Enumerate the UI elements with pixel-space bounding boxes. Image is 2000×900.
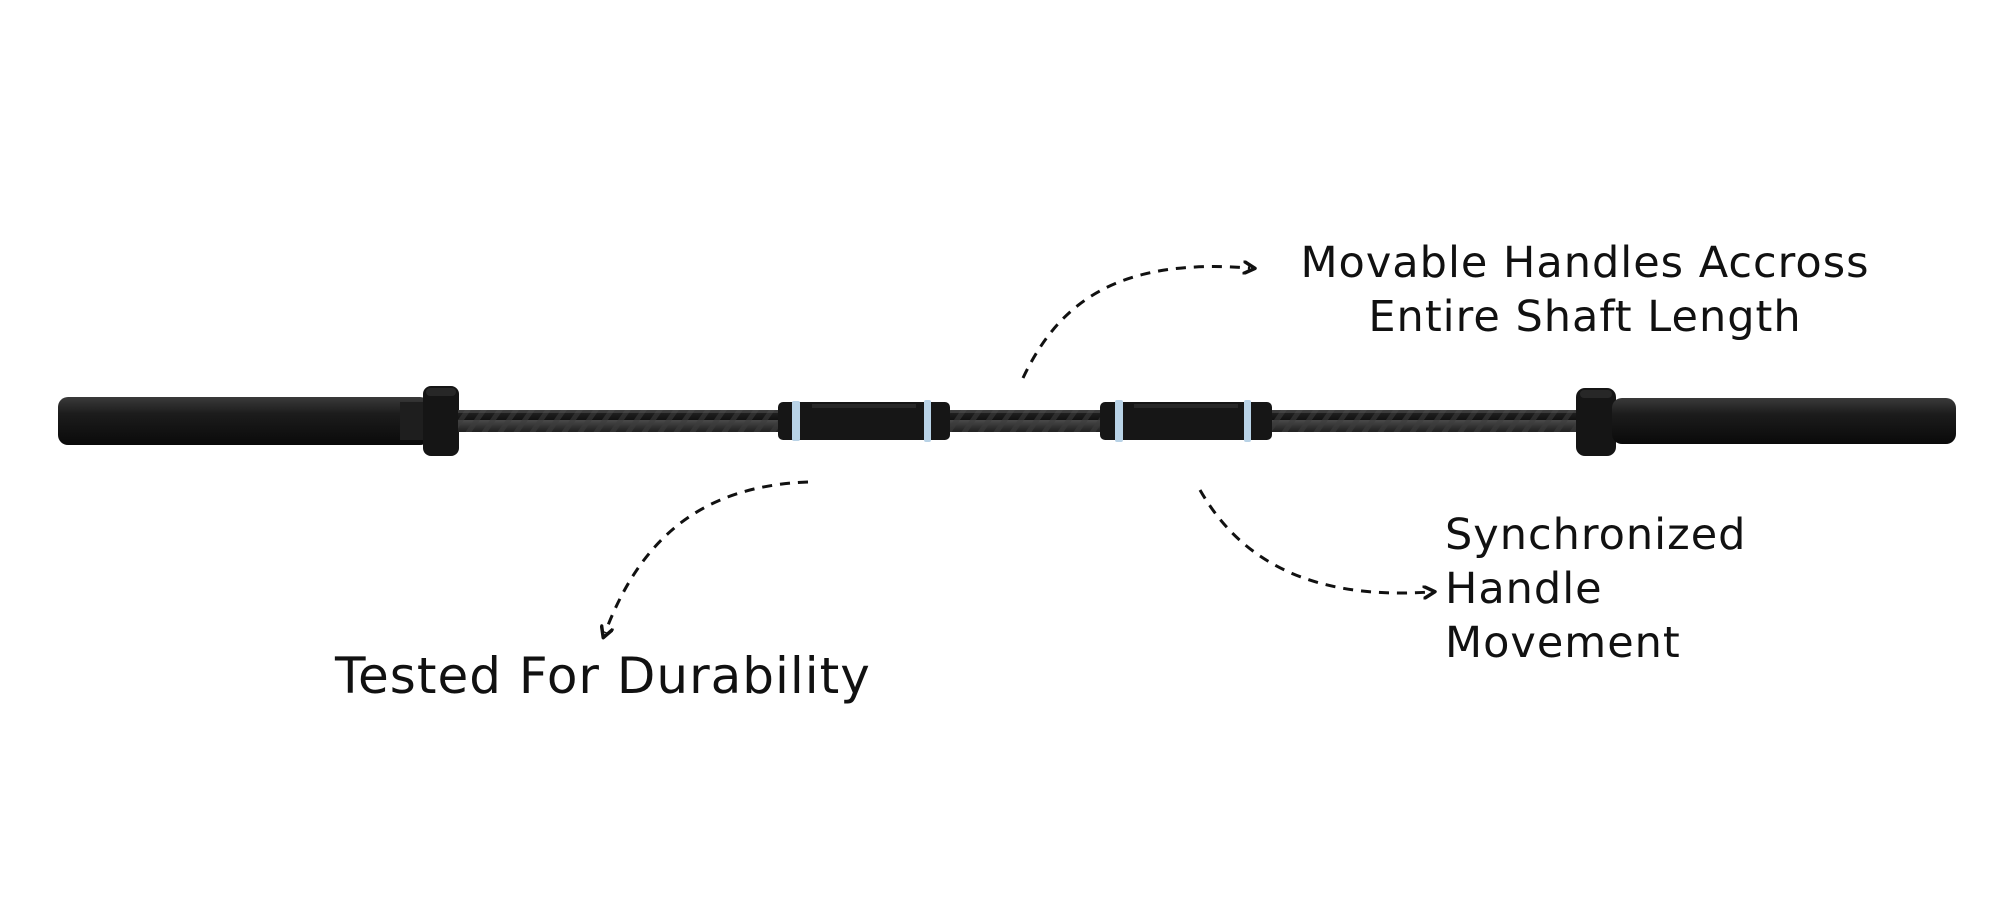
callout-tested-text: Tested For Durability [335, 647, 871, 705]
callout-synchronized: Synchronized Handle Movement [1445, 508, 1746, 670]
arrow-synchronized [1198, 489, 1430, 593]
callout-sync-line1: Synchronized [1445, 510, 1747, 560]
callout-movable-line2: Entire Shaft Length [1368, 292, 1802, 342]
callout-sync-line3: Movement [1445, 618, 1681, 668]
arrow-movable-handles [1021, 267, 1250, 379]
callout-movable-handles: Movable Handles Accross Entire Shaft Len… [1270, 236, 1900, 344]
right-collar [1576, 388, 1616, 456]
callout-tested: Tested For Durability [335, 646, 871, 706]
callout-movable-line1: Movable Handles Accross [1300, 238, 1870, 288]
left-sleeve [58, 397, 430, 445]
handle-right [1100, 400, 1272, 442]
arrow-tested [605, 480, 809, 633]
right-sleeve [1612, 398, 1956, 444]
callout-sync-line2: Handle [1445, 564, 1603, 614]
left-collar [423, 386, 459, 456]
barbell-shaft [458, 410, 1580, 432]
handle-left [778, 400, 950, 442]
